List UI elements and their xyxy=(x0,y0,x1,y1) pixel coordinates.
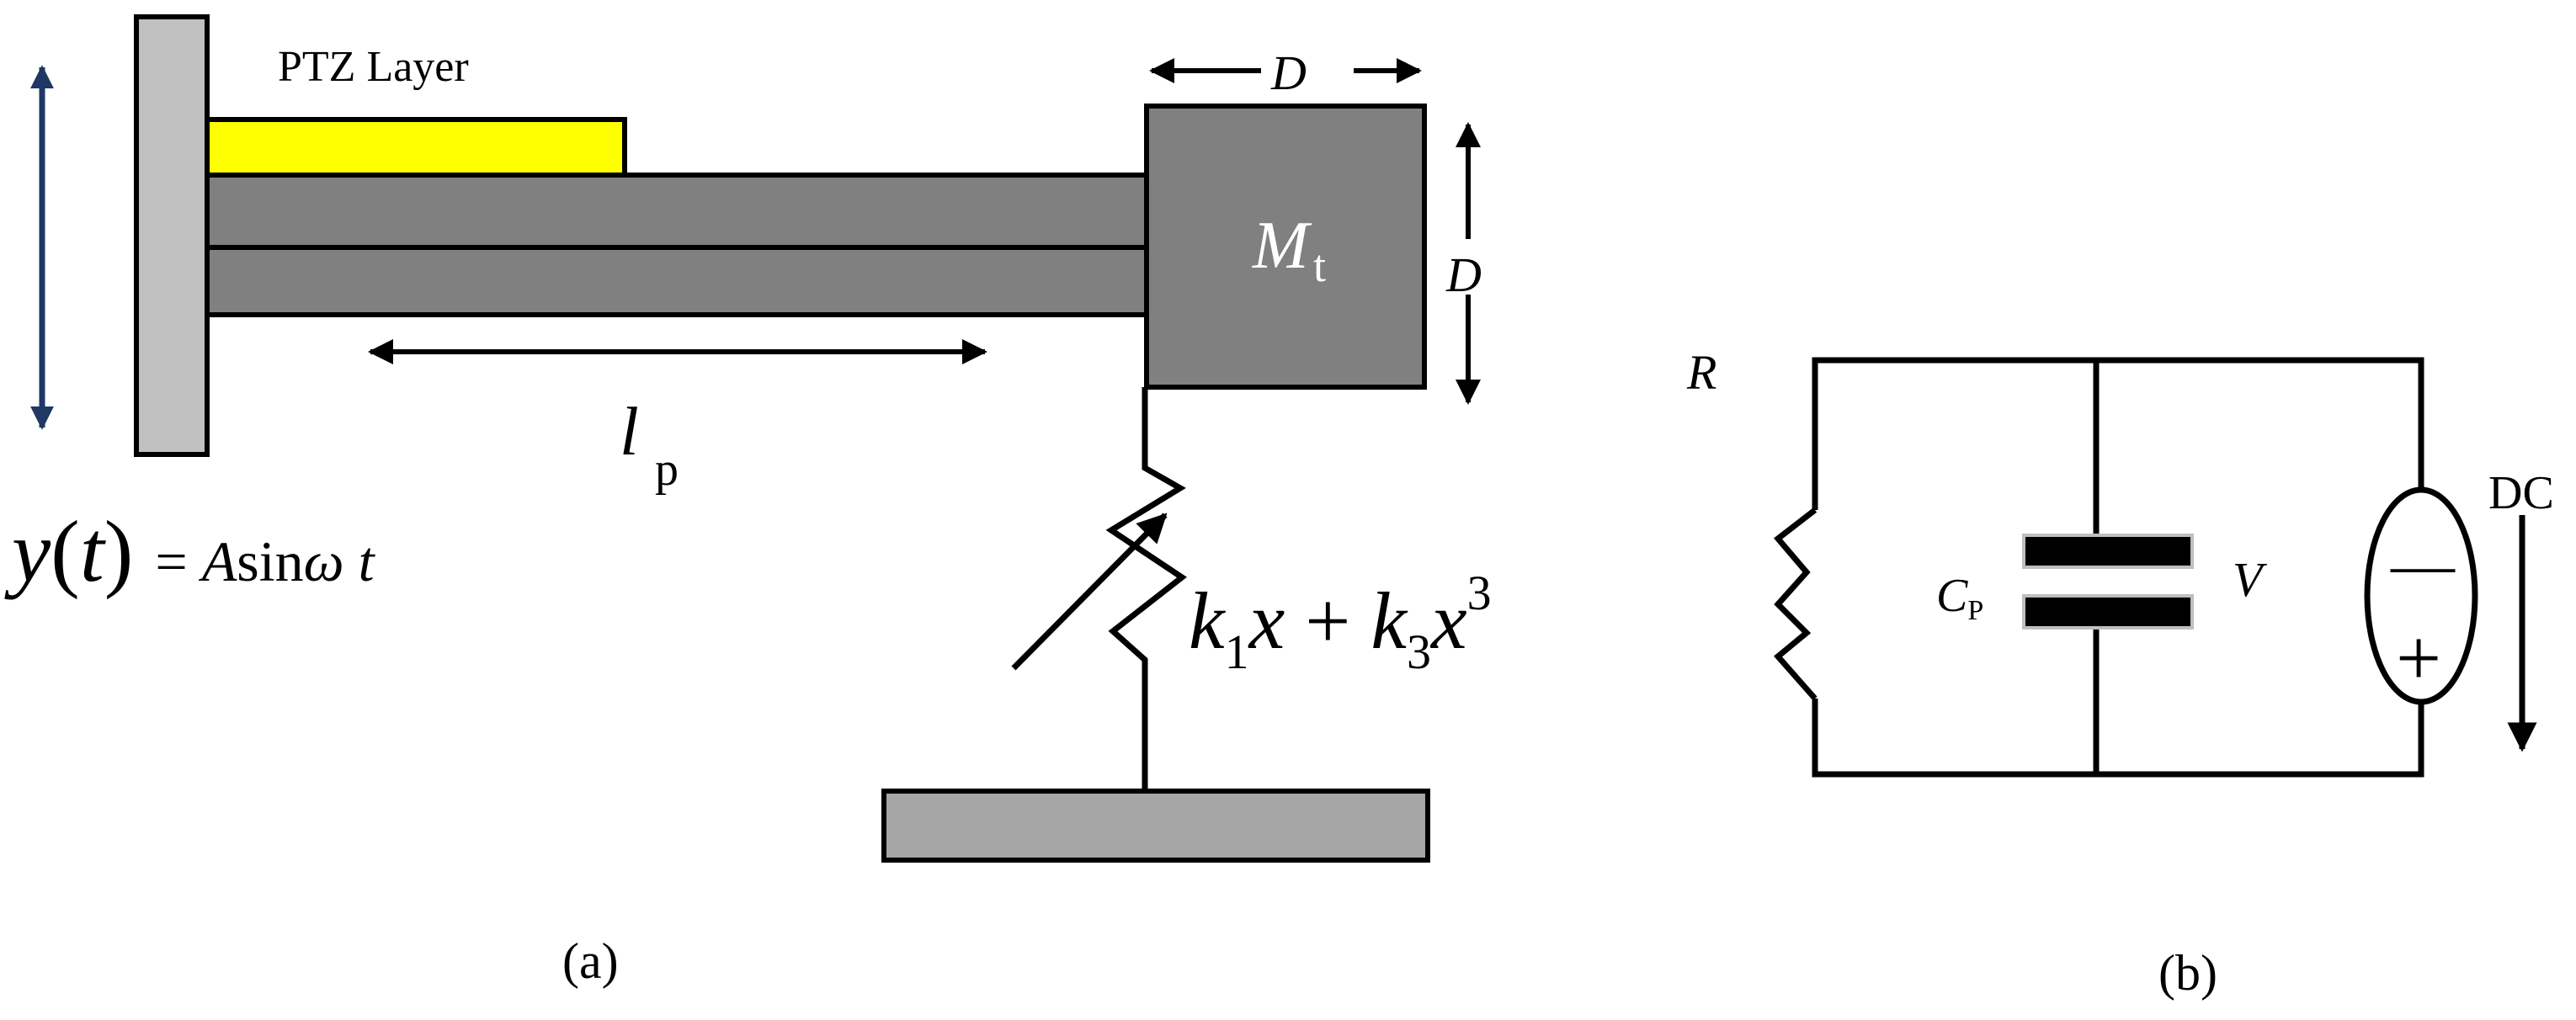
eq-amplitude: A xyxy=(199,529,237,593)
cubic-exponent: 3 xyxy=(1467,566,1492,620)
dc-source-label: DC xyxy=(2488,467,2554,519)
tip-mass xyxy=(1144,104,1427,390)
eq-time: t xyxy=(359,529,376,593)
dc-plus-sign: + xyxy=(2396,613,2441,703)
nonlinear-spring xyxy=(1105,387,1187,791)
voltage-label: V xyxy=(2233,552,2268,607)
eq-paren-close: ) xyxy=(104,503,156,600)
x3-symbol: x xyxy=(1429,576,1467,666)
caption-b: (b) xyxy=(2158,945,2217,1001)
beam-lower-layer xyxy=(205,245,1149,317)
eq-omega: ω xyxy=(304,529,344,593)
dc-source xyxy=(2364,486,2478,705)
length-symbol: l xyxy=(620,393,639,470)
panel-b-labels: R CP V DC — + (b) xyxy=(1686,345,2554,1001)
panel-b xyxy=(1773,357,2537,778)
clamp-support xyxy=(134,14,210,457)
length-subscript: p xyxy=(655,444,679,496)
beam-upper-layer xyxy=(205,173,1149,250)
k3-symbol: k xyxy=(1370,576,1408,666)
k3-subscript: 3 xyxy=(1407,624,1431,679)
base-excitation-equation: y(t) = Asinω t xyxy=(4,503,376,600)
capacitor-symbol: C xyxy=(1936,570,1968,622)
tip-mass-subscript: t xyxy=(1313,241,1326,291)
circuit-top-wire xyxy=(1812,357,2424,510)
variable-stiffness-arrow xyxy=(1011,513,1168,671)
eq-paren-open: ( xyxy=(51,503,80,600)
resistor xyxy=(1773,507,1818,701)
k1-symbol: k xyxy=(1189,576,1227,666)
panel-a: PTZ Layer l p M t D D k1x + k3x3 xyxy=(4,14,1492,989)
spring-force-expression: k1x + k3x3 xyxy=(1189,566,1492,679)
eq-t-arg: t xyxy=(80,503,106,600)
eq-y: y xyxy=(4,503,51,600)
ptz-layer xyxy=(205,117,627,178)
dc-minus-sign: — xyxy=(2390,529,2456,600)
caption-a: (a) xyxy=(562,933,619,989)
capacitor-plate-top xyxy=(2022,534,2194,569)
eq-equals: = xyxy=(155,529,201,593)
capacitor-plate-bottom xyxy=(2022,594,2194,630)
length-label: l xyxy=(620,393,639,470)
eq-sin: sin xyxy=(237,529,303,593)
mass-width-label: D xyxy=(1270,45,1307,100)
ptz-layer-label: PTZ Layer xyxy=(278,43,469,91)
capacitor-subscript: P xyxy=(1967,595,1983,626)
circuit-bottom-wire xyxy=(1812,699,2424,778)
plus-sign: + xyxy=(1285,576,1370,666)
ground-base xyxy=(881,789,1430,863)
resistor-label: R xyxy=(1686,345,1716,400)
k1-subscript: 1 xyxy=(1225,624,1249,679)
capacitor-label: CP xyxy=(1936,570,1983,626)
tip-mass-symbol: M xyxy=(1252,209,1312,283)
mass-height-label: D xyxy=(1445,247,1482,302)
x1-symbol: x xyxy=(1248,576,1285,666)
